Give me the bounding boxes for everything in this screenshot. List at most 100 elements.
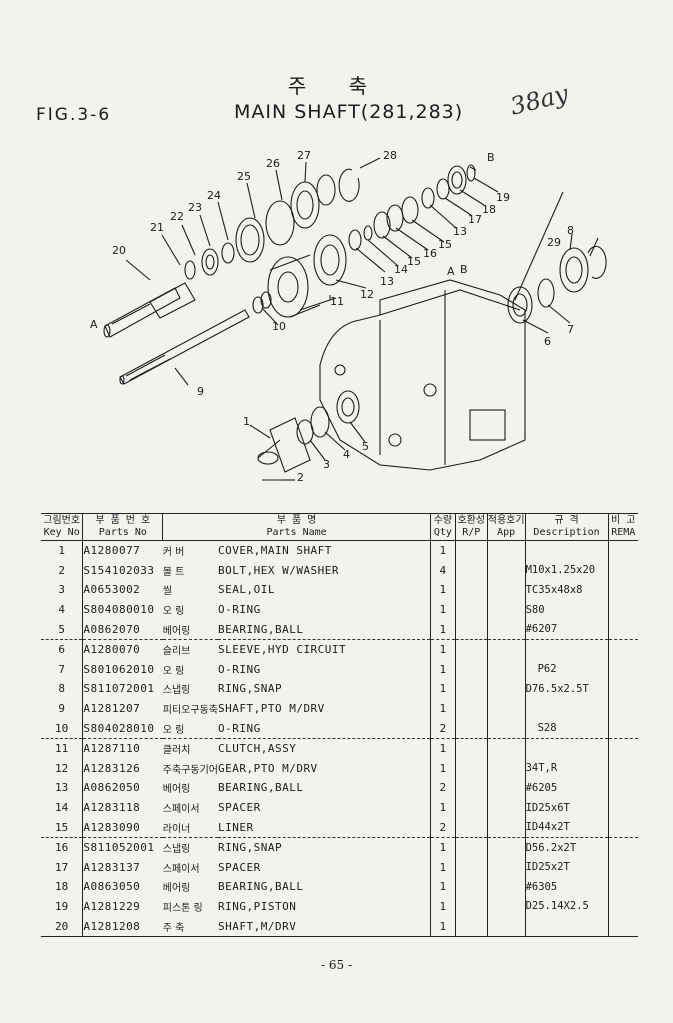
callout-4: 4 (343, 448, 350, 461)
callout-12: 12 (360, 288, 374, 301)
key-no: 17 (55, 860, 69, 874)
callout-13b: 13 (453, 225, 467, 238)
korean-title: 주 축 (287, 74, 386, 98)
description (524, 698, 608, 719)
part-name: BOLT,HEX W/WASHER (217, 563, 340, 577)
description: S80 (524, 599, 608, 620)
callout-26: 26 (266, 157, 280, 170)
part-name: SLEEVE,HYD CIRCUIT (217, 643, 347, 657)
korean-name: 클러치 (162, 745, 191, 757)
qty: 2 (429, 718, 456, 739)
exploded-parts-diagram: 1 2 3 4 5 6 7 8 9 10 11 12 13 14 15 16 1… (90, 149, 607, 484)
qty: 1 (429, 580, 456, 600)
key-no: 13 (55, 781, 69, 795)
callout-A-left: A (90, 318, 98, 331)
callout-15b: 15 (438, 238, 452, 251)
part-no: A1283126 (82, 758, 163, 779)
qty: 1 (429, 797, 456, 818)
key-no: 4 (58, 603, 65, 617)
key-no: 3 (58, 583, 65, 597)
qty: 1 (429, 619, 456, 640)
callout-labels: 1 2 3 4 5 6 7 8 9 10 11 12 13 14 15 16 1… (90, 149, 574, 484)
main-shaft-drawing (103, 282, 196, 338)
part-name: SHAFT,PTO M/DRV (217, 702, 325, 716)
description: ID44x2T (524, 817, 608, 838)
qty: 1 (429, 698, 456, 719)
korean-name: 씰 (162, 586, 172, 598)
key-no: 11 (55, 742, 69, 756)
part-no: S801062010 (82, 659, 163, 680)
part-no: S804080010 (82, 599, 163, 620)
part-no: A0653002 (82, 580, 163, 600)
callout-6: 6 (544, 335, 551, 348)
part-no: A0862050 (82, 778, 163, 798)
description (524, 738, 608, 759)
callout-8: 8 (567, 224, 574, 237)
qty: 1 (429, 540, 456, 561)
korean-name: 오 링 (162, 665, 185, 677)
part-name: RING,SNAP (217, 682, 283, 696)
callout-10: 10 (272, 320, 286, 333)
callout-7: 7 (567, 323, 574, 336)
korean-name: 슬리브 (162, 646, 191, 658)
description: D25.14X2.5 (524, 896, 608, 917)
description: D76.5x2.5T (524, 679, 608, 699)
part-name: SEAL,OIL (217, 583, 275, 597)
part-no: A1280070 (82, 639, 163, 660)
part-no: A0862070 (82, 619, 163, 640)
page-number: - 65 - (320, 958, 352, 972)
qty: 1 (429, 639, 456, 660)
part-name: BEARING,BALL (217, 880, 304, 894)
page-title: MAIN SHAFT(281,283) (234, 101, 464, 123)
callout-14: 14 (394, 263, 408, 276)
key-no: 19 (55, 899, 69, 913)
qty: 1 (429, 877, 456, 897)
key-no: 8 (58, 682, 65, 696)
part-name: O-RING (217, 603, 261, 617)
korean-name: 스냅링 (162, 844, 191, 856)
part-name: CLUTCH,ASSY (217, 742, 297, 756)
key-no: 2 (58, 563, 65, 577)
description: TC35x48x8 (524, 580, 608, 600)
description (524, 639, 608, 660)
description: D56.2x2T (524, 837, 608, 858)
clutch-and-gear (252, 234, 347, 318)
part-name: SHAFT,M/DRV (217, 916, 431, 937)
callout-16: 16 (423, 247, 437, 260)
lower-ring-chain (348, 164, 476, 251)
qty: 2 (429, 817, 456, 838)
qty: 1 (429, 758, 456, 779)
qty: 4 (429, 560, 456, 581)
korean-name: 커 버 (162, 547, 185, 559)
description: #6205 (524, 778, 608, 798)
part-name: BEARING,BALL (217, 619, 431, 640)
korean-name: 라이너 (162, 817, 218, 838)
qty: 1 (429, 659, 456, 680)
description: ID25x6T (524, 797, 608, 818)
qty: 1 (429, 857, 456, 878)
korean-name: 피스톤 링 (162, 902, 203, 914)
callout-27: 27 (297, 149, 311, 162)
korean-name: 피티오구동축 (162, 705, 218, 717)
part-name: LINER (217, 817, 431, 838)
qty: 1 (429, 896, 456, 917)
leader-lines (125, 157, 599, 481)
callout-3: 3 (323, 458, 330, 471)
cover-group (257, 390, 360, 481)
